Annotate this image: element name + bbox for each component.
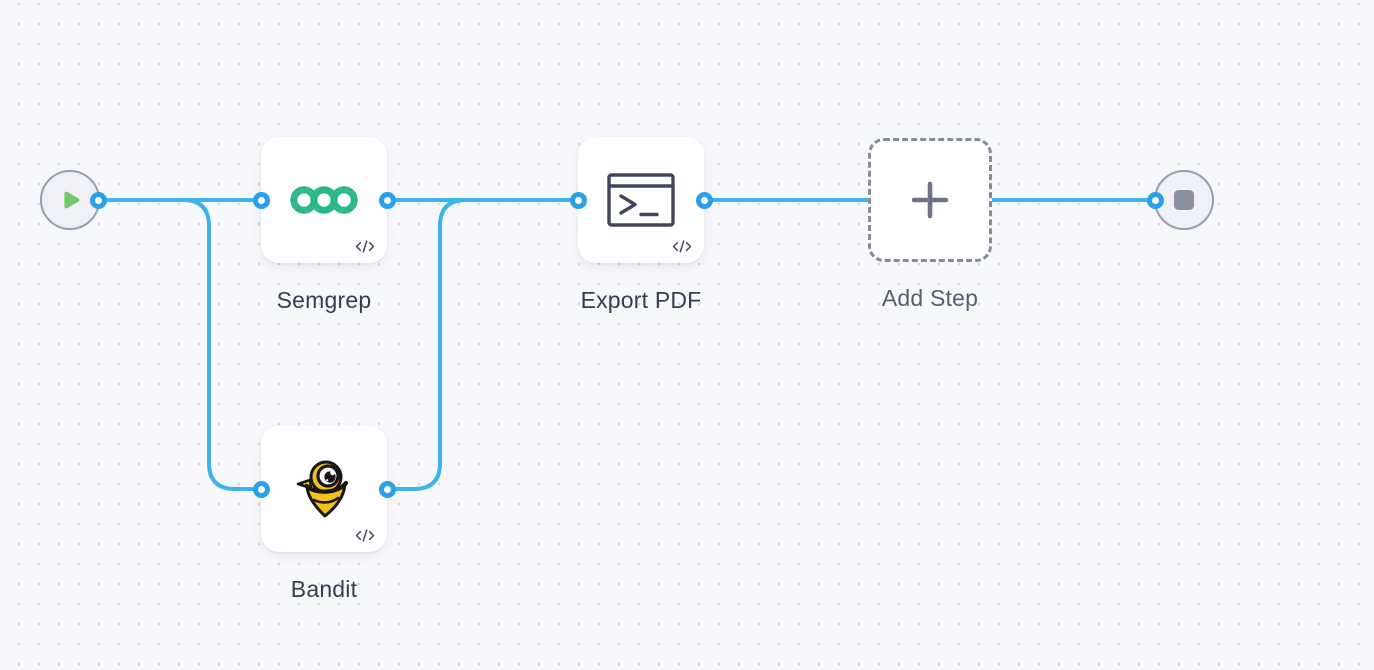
code-icon — [355, 239, 375, 254]
code-icon — [355, 528, 375, 543]
end-node[interactable] — [1154, 170, 1214, 230]
node-label-export-pdf: Export PDF — [580, 287, 702, 313]
stop-icon — [1173, 189, 1195, 211]
port-semgrep-input[interactable] — [252, 191, 270, 209]
code-icon — [672, 239, 692, 254]
connection-start-bandit[interactable] — [96, 198, 263, 491]
semgrep-logo-icon — [290, 185, 358, 215]
connection-bandit-export[interactable] — [385, 198, 580, 491]
node-label-add-step: Add Step — [881, 285, 979, 311]
port-bandit-output[interactable] — [378, 480, 396, 498]
node-label-semgrep: Semgrep — [276, 287, 372, 313]
play-icon — [56, 186, 84, 214]
node-bandit[interactable] — [261, 426, 387, 552]
port-end-input[interactable] — [1146, 191, 1164, 209]
node-export-pdf[interactable] — [578, 137, 704, 263]
bandit-logo-icon — [294, 457, 354, 521]
port-semgrep-output[interactable] — [378, 191, 396, 209]
port-bandit-input[interactable] — [252, 480, 270, 498]
node-add-step[interactable] — [868, 138, 992, 262]
port-export-pdf-output[interactable] — [695, 191, 713, 209]
port-start-output[interactable] — [89, 191, 107, 209]
terminal-icon — [607, 173, 675, 227]
node-label-bandit: Bandit — [290, 576, 358, 602]
node-semgrep[interactable] — [261, 137, 387, 263]
port-export-pdf-input[interactable] — [569, 191, 587, 209]
plus-icon — [910, 180, 950, 220]
